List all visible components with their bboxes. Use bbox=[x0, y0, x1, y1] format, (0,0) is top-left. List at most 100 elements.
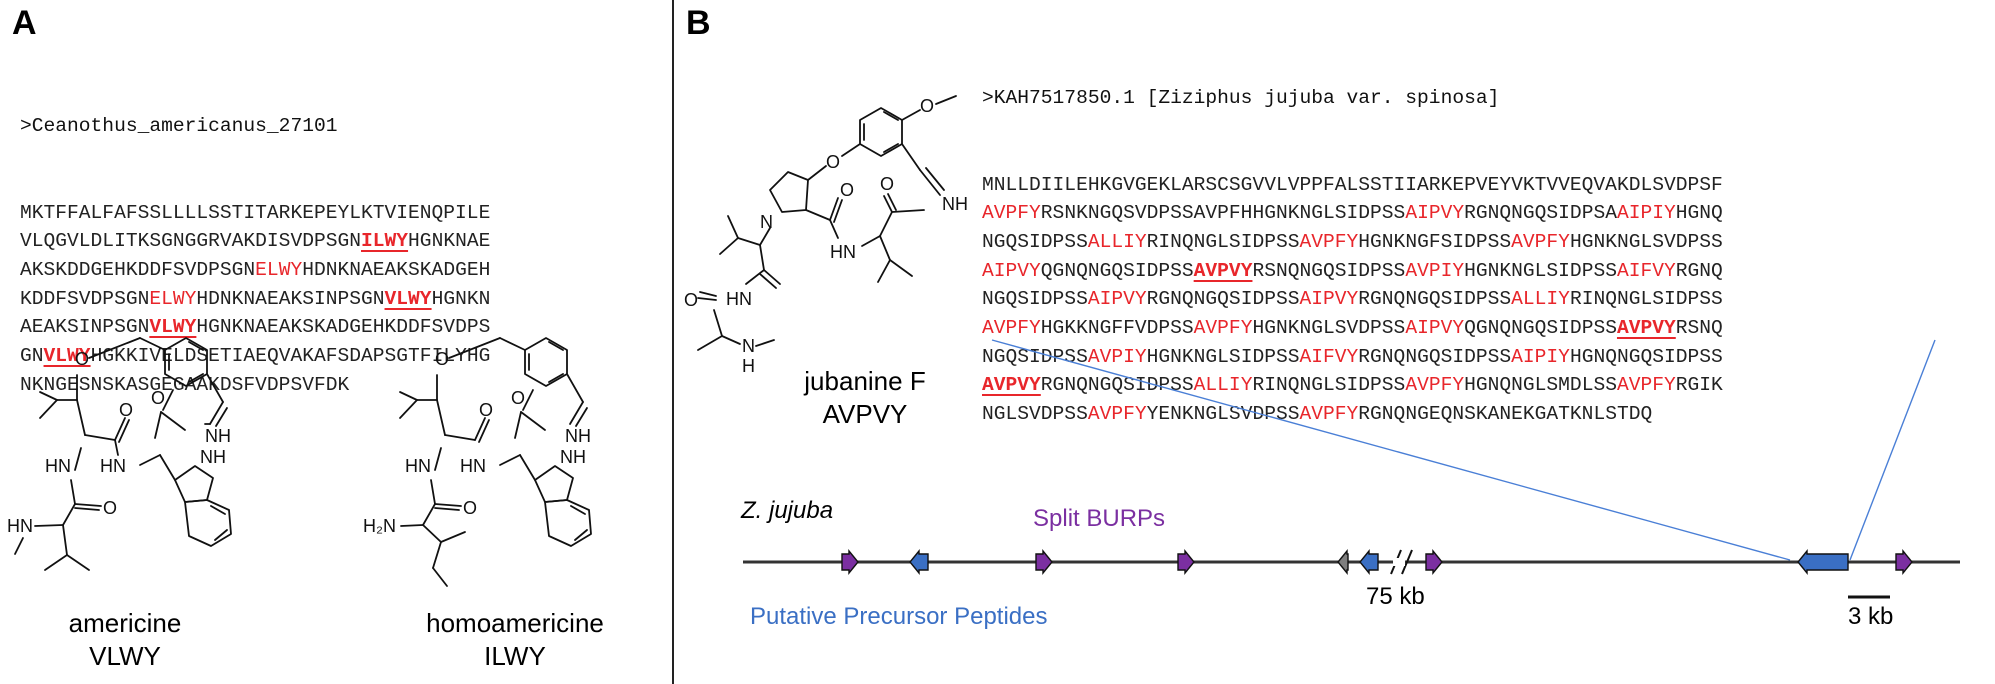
homoamericine-name: homoamericine bbox=[426, 608, 604, 638]
sequence-segment: HDNKNAEAKSINPSGN bbox=[196, 287, 385, 310]
homoamericine-structure: O NH O HN O NH HN O H₂N bbox=[363, 337, 592, 587]
sequence-segment: HGNKNAEAKSKADGEHKDDFSVDPS bbox=[196, 316, 491, 339]
sequence-segment: RGNQNGQSIDPSS bbox=[1358, 288, 1512, 311]
panel-a-sequence-line: AKSKDDGEHKDDFSVDPSGNELWYHDNKNAEAKSKADGEH bbox=[20, 256, 490, 285]
carbonyl-o-label-b2: O bbox=[880, 174, 894, 194]
panel-a-fasta-header: >Ceanothus_americanus_27101 bbox=[20, 115, 338, 138]
panel-a-sequence-lines: MKTFFALFAFSSLLLLSSTITARKEPEYLKTVIENQPILE… bbox=[20, 199, 490, 400]
core-motif: VLWY bbox=[384, 287, 432, 310]
motif-variant: AIPIY bbox=[1511, 345, 1570, 368]
sequence-segment: HGNKN bbox=[431, 287, 491, 310]
motif-variant: AIPIY bbox=[1616, 202, 1676, 225]
panel-b-sequence-lines: MNLLDIILEHKGVGEKLARSCSGVVLVPPFALSSTIIARK… bbox=[982, 171, 1723, 429]
precursor-peptide-gene-arrow bbox=[1359, 549, 1379, 575]
panel-b-sequence-line: NGLSVDPSSAVPFYYENKNGLSVDPSSAVPFYRGNQNGEQ… bbox=[982, 400, 1723, 429]
carbonyl-o-label-2: O bbox=[151, 388, 165, 408]
sequence-segment: RGNQNGQSIDPSS bbox=[1358, 345, 1512, 368]
split-burp-gene-arrow bbox=[841, 549, 859, 575]
sequence-segment: NGQSIDPSS bbox=[982, 345, 1088, 368]
ether-o-label-b: O bbox=[826, 152, 840, 172]
motif-variant: ALLIY bbox=[1193, 374, 1253, 397]
motif-variant: ALLIY bbox=[1511, 288, 1570, 311]
sequence-segment: RSNQNGQSIDPSS bbox=[1252, 259, 1406, 282]
core-motif: ILWY bbox=[361, 230, 409, 253]
panel-divider bbox=[672, 0, 674, 684]
sequence-segment: VLQGVLDLITKSGNGGRVAKDISVDPSGN bbox=[20, 230, 361, 253]
americine-motif: VLWY bbox=[89, 641, 161, 671]
sequence-segment: RINQNGLSIDPSS bbox=[1252, 374, 1406, 397]
sequence-segment: RSNQ bbox=[1675, 317, 1723, 340]
jubanine-f-structure: O O NH N O HN O HN O N H bbox=[684, 95, 968, 376]
sequence-segment: RGNQ bbox=[1675, 259, 1723, 282]
panel-b-sequence-line: NGQSIDPSSALLIYRINQNGLSIDPSSAVPFYHGNKNGFS… bbox=[982, 228, 1723, 257]
panel-a-sequence-line: MKTFFALFAFSSLLLLSSTITARKEPEYLKTVIENQPILE bbox=[20, 199, 490, 228]
break-mark-2 bbox=[1401, 549, 1413, 575]
sequence-segment: MKTFFALFAFSSLLLLSSTITARKEPEYLKTVIENQPILE bbox=[20, 201, 491, 224]
motif-variant: AIPVY bbox=[1405, 202, 1465, 225]
panel-b-sequence-line: MNLLDIILEHKGVGEKLARSCSGVVLVPPFALSSTIIARK… bbox=[982, 171, 1723, 200]
sequence-segment: HGNKNGLSVDPSS bbox=[1252, 317, 1406, 340]
homoamericine-caption: homoamericine ILWY bbox=[400, 607, 630, 673]
motif-variant: AVPFY bbox=[1405, 374, 1465, 397]
motif-variant: AVPFY bbox=[1511, 230, 1570, 253]
motif-variant: AVPFY bbox=[1616, 374, 1676, 397]
indole-nh-label-2: NH bbox=[560, 447, 586, 467]
motif-variant: AVPFY bbox=[1087, 403, 1147, 426]
genome-map bbox=[743, 339, 1960, 599]
other-gene-arrow bbox=[1337, 549, 1349, 575]
panel-a-sequence-line: GNVLWYHGKKIVELDSETIAEQVAKAFSDAPSGTFILYHG bbox=[20, 342, 490, 371]
sequence-segment: RGNQNGQSIDPSA bbox=[1464, 202, 1617, 225]
organism-label: Z. jujuba bbox=[741, 497, 834, 524]
core-motif: VLWY bbox=[43, 345, 91, 368]
motif-variant: AVPFY bbox=[1299, 403, 1359, 426]
ether-oxygen-label: O bbox=[75, 349, 89, 369]
core-motif: AVPVY bbox=[1616, 317, 1676, 340]
jubanine-motif: AVPVY bbox=[822, 399, 908, 429]
hn-label-b1: HN bbox=[830, 242, 856, 262]
indole-nh-label: NH bbox=[200, 447, 226, 467]
motif-variant: ALLIY bbox=[1087, 230, 1147, 253]
hn-label-2: HN bbox=[45, 456, 71, 476]
panel-b-sequence-line: AVPFYHGKKNGFFVDPSSAVPFYHGNKNGLSVDPSSAIPV… bbox=[982, 314, 1723, 343]
split-burp-gene-arrow bbox=[1895, 549, 1913, 575]
sequence-segment: GN bbox=[20, 345, 44, 368]
core-motif: VLWY bbox=[149, 316, 197, 339]
carbonyl-o-label-b1: O bbox=[840, 180, 854, 200]
gap-label: 75 kb bbox=[1366, 583, 1425, 610]
sequence-segment: YENKNGLSVDPSS bbox=[1146, 403, 1300, 426]
motif-variant: ELWY bbox=[149, 287, 197, 310]
motif-variant: AIFVY bbox=[1616, 259, 1676, 282]
americine-name: americine bbox=[68, 608, 182, 638]
sequence-segment: HGKKNGFFVDPSS bbox=[1040, 317, 1194, 340]
hn-label-4: HN bbox=[405, 456, 431, 476]
gene-arrows bbox=[841, 549, 1913, 575]
panel-b-label: B bbox=[686, 4, 711, 42]
sequence-segment: HGKKIVELDSETIAEQVAKAFSDAPSGTFILYHG bbox=[90, 345, 491, 368]
motif-variant: AVPIY bbox=[1405, 259, 1465, 282]
motif-variant: AVPIY bbox=[1087, 345, 1147, 368]
sequence-segment: HGNKNGLSIDPSS bbox=[1146, 345, 1300, 368]
sequence-segment: AKSKDDGEHKDDFSVDPSGN bbox=[20, 258, 256, 281]
core-motif: AVPVY bbox=[1193, 259, 1253, 282]
motif-variant: AIPVY bbox=[1405, 317, 1465, 340]
sequence-segment: RINQNGLSIDPSS bbox=[1146, 230, 1300, 253]
panel-b-fasta-header: >KAH7517850.1 [Ziziphus jujuba var. spin… bbox=[982, 87, 1500, 110]
sequence-segment: HDNKNAEAKSKADGEH bbox=[302, 258, 491, 281]
h2n-label: H₂N bbox=[363, 516, 396, 536]
sequence-segment: AEAKSINPSGN bbox=[20, 316, 150, 339]
sequence-segment: RGNQNGQSIDPSS bbox=[1040, 374, 1194, 397]
split-burp-gene-arrow bbox=[1425, 549, 1443, 575]
sequence-segment: QGNQNGQSIDPSS bbox=[1464, 317, 1617, 340]
sequence-segment: RGNQNGEQNSKANEKGATKNLSTDQ bbox=[1358, 403, 1653, 426]
panel-b-sequence-line: AIPVYQGNQNGQSIDPSSAVPVYRSNQNGQSIDPSSAVPI… bbox=[982, 257, 1723, 286]
panel-b-sequence-line: AVPFYRSNKNGQSVDPSSAVPFHHGNKNGLSIDPSSAIPV… bbox=[982, 199, 1723, 228]
sequence-segment: HGNKNGFSIDPSS bbox=[1358, 230, 1512, 253]
hn-label-3: HN bbox=[460, 456, 486, 476]
panel-a-sequence: >Ceanothus_americanus_27101 MKTFFALFAFSS… bbox=[20, 55, 490, 428]
zoom-connector-left bbox=[991, 339, 1791, 561]
jubanine-name: jubanine F bbox=[804, 366, 926, 396]
sequence-segment: QGNQNGQSIDPSS bbox=[1040, 259, 1194, 282]
panel-b-sequence-line: AVPVYRGNQNGQSIDPSSALLIYRINQNGLSIDPSSAVPF… bbox=[982, 371, 1723, 400]
panel-b-sequence-line: NGQSIDPSSAVPIYHGNKNGLSIDPSSAIFVYRGNQNGQS… bbox=[982, 343, 1723, 372]
scale-label: 3 kb bbox=[1848, 603, 1894, 630]
